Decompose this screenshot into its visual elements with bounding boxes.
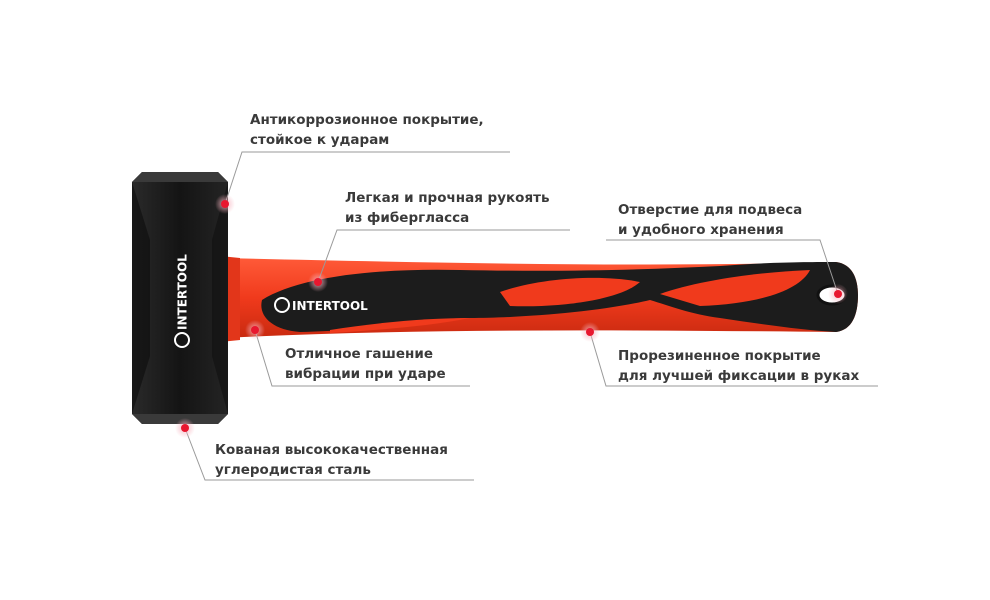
callout-handle-line2: из фибергласса — [345, 210, 470, 226]
marker-vibration — [251, 326, 259, 334]
callout-steel-line2: углеродистая сталь — [215, 462, 371, 478]
leader-lines — [184, 151, 878, 481]
head-bevel-bottom — [132, 414, 228, 424]
markers — [175, 194, 848, 438]
leader-steel — [184, 427, 474, 481]
grip-red-inlay-2 — [660, 270, 810, 306]
callout-coating-line2: стойкое к ударам — [250, 132, 390, 148]
marker-handle — [314, 278, 322, 286]
callout-hole-line2: и удобного хранения — [618, 222, 784, 238]
callout-hole: Отверстие для подвеса и удобного хранени… — [618, 200, 802, 240]
marker-coating — [221, 200, 229, 208]
leader-hole — [606, 239, 839, 295]
grip-red-inlay-3 — [330, 318, 470, 333]
callout-steel-line1: Кованая высококачественная — [215, 442, 448, 458]
leader-handle — [317, 229, 570, 283]
callout-handle-line1: Легкая и прочная рукоять — [345, 190, 550, 206]
leader-coating — [224, 151, 510, 205]
head-bevel-top — [132, 172, 228, 182]
handle-logo: INTERTOOL — [274, 297, 368, 313]
head-facet-left — [132, 182, 150, 414]
hammer-head — [132, 172, 228, 424]
head-facet-right — [212, 182, 228, 414]
grip-red-inlay-1 — [500, 277, 640, 307]
handle-logo-text: INTERTOOL — [292, 299, 368, 313]
head-logo-text: INTERTOOL — [176, 254, 190, 330]
callout-hole-line1: Отверстие для подвеса — [618, 202, 803, 218]
callout-coating: Антикоррозионное покрытие, стойкое к уда… — [250, 110, 484, 150]
marker-hole — [834, 290, 842, 298]
callout-steel: Кованая высококачественная углеродистая … — [215, 440, 448, 480]
callout-vibration: Отличное гашение вибрации при ударе — [285, 344, 446, 384]
leader-vibration — [254, 329, 470, 387]
marker-rubber — [586, 328, 594, 336]
marker-steel — [181, 424, 189, 432]
callout-coating-line1: Антикоррозионное покрытие, — [250, 112, 484, 128]
leader-rubber — [589, 331, 878, 387]
callout-vibration-line2: вибрации при ударе — [285, 366, 446, 382]
callout-rubber-line1: Прорезиненное покрытие — [618, 348, 821, 364]
callout-rubber: Прорезиненное покрытие для лучшей фиксац… — [618, 346, 859, 386]
callout-vibration-line1: Отличное гашение — [285, 346, 433, 362]
head-logo: INTERTOOL — [174, 254, 190, 348]
callout-rubber-line2: для лучшей фиксации в руках — [618, 368, 860, 384]
callout-handle: Легкая и прочная рукоять из фибергласса — [345, 188, 550, 228]
